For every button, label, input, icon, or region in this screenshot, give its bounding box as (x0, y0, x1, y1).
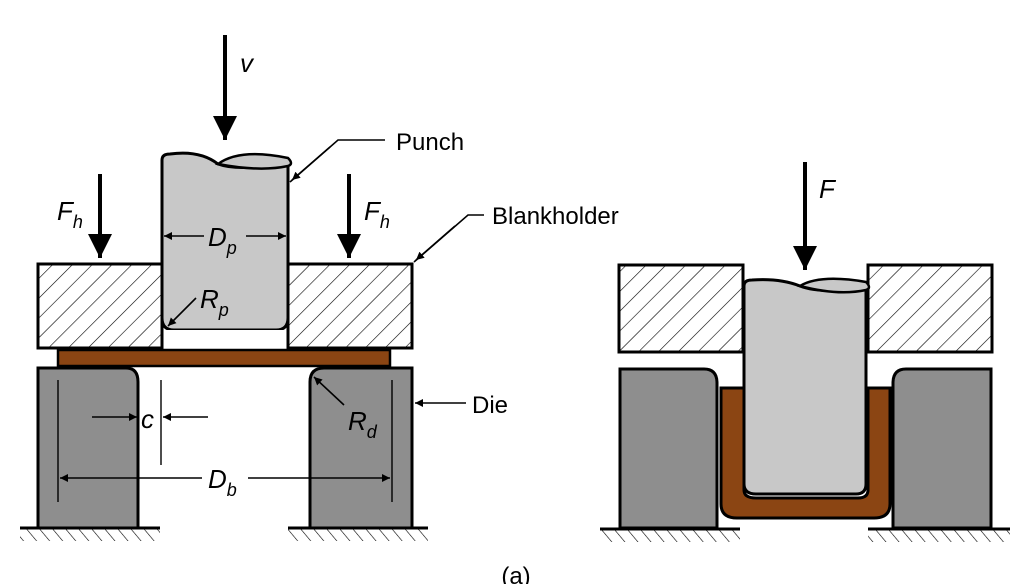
punch-callout-label: Punch (396, 129, 464, 156)
die-right (308, 366, 414, 530)
figure-caption: (a) (501, 563, 530, 584)
left-view: v Fh Fh Dp Rp Rd c Db Punch Blankho (20, 35, 619, 541)
blankholder-callout-label: Blankholder (492, 203, 619, 230)
die-radius-label: Rd (348, 406, 378, 442)
ground-hatch (288, 529, 428, 541)
die-callout-label: Die (472, 392, 508, 419)
blank-sheet (56, 348, 392, 368)
blankholder-left (617, 263, 745, 354)
punch-diameter-label: Dp (208, 222, 237, 258)
die-right (891, 367, 993, 530)
drawn-cup (719, 386, 892, 520)
die-left (618, 367, 719, 530)
ground-hatch (868, 530, 1010, 542)
clearance-label: c (141, 404, 154, 434)
force-label: F (819, 174, 837, 204)
blankholder-left (36, 262, 164, 350)
ground-hatch (20, 529, 160, 541)
punch (160, 151, 293, 348)
ground-hatch (600, 530, 740, 542)
blankholder-right (286, 262, 414, 350)
punch (742, 277, 871, 496)
holder-force-left-label: Fh (57, 196, 83, 232)
blankholder-right (866, 263, 994, 354)
blank-diameter-label: Db (208, 464, 237, 500)
velocity-label: v (240, 48, 255, 78)
punch-radius-label: Rp (200, 284, 229, 320)
right-view: F (600, 162, 1010, 542)
die-left (36, 366, 140, 530)
holder-force-right-label: Fh (364, 196, 390, 232)
